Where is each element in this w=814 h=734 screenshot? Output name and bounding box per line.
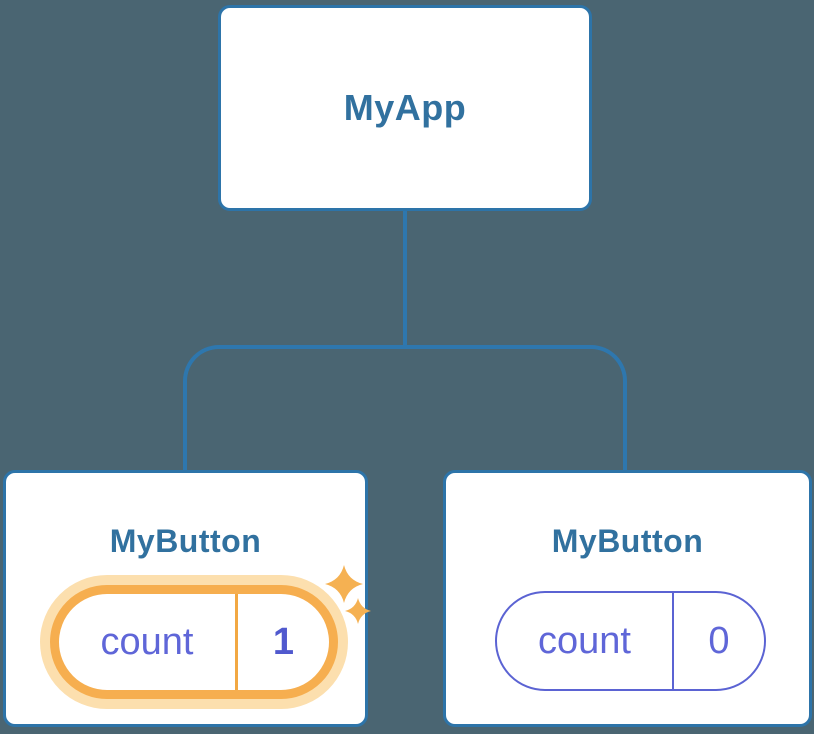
node-mybutton-2: MyButton count 0 <box>443 470 812 727</box>
state-value: 1 <box>272 620 295 663</box>
node-myapp: MyApp <box>218 5 592 211</box>
tree-connector-stem <box>403 209 407 349</box>
sparkles-icon <box>325 565 371 624</box>
state-divider <box>235 594 238 690</box>
tree-connector-branch <box>183 345 627 472</box>
state-divider <box>672 593 674 689</box>
node-mybutton-2-label: MyButton <box>551 523 704 559</box>
state-key: count <box>100 620 194 663</box>
state-pill: count 0 <box>495 591 766 691</box>
node-myapp-label: MyApp <box>343 87 467 128</box>
state-pill-highlighted: count 1 <box>50 585 338 699</box>
state-value: 0 <box>708 619 730 662</box>
node-mybutton-1-label: MyButton <box>109 523 262 559</box>
node-mybutton-1: MyButton count 1 <box>3 470 371 727</box>
state-key: count <box>538 619 631 662</box>
